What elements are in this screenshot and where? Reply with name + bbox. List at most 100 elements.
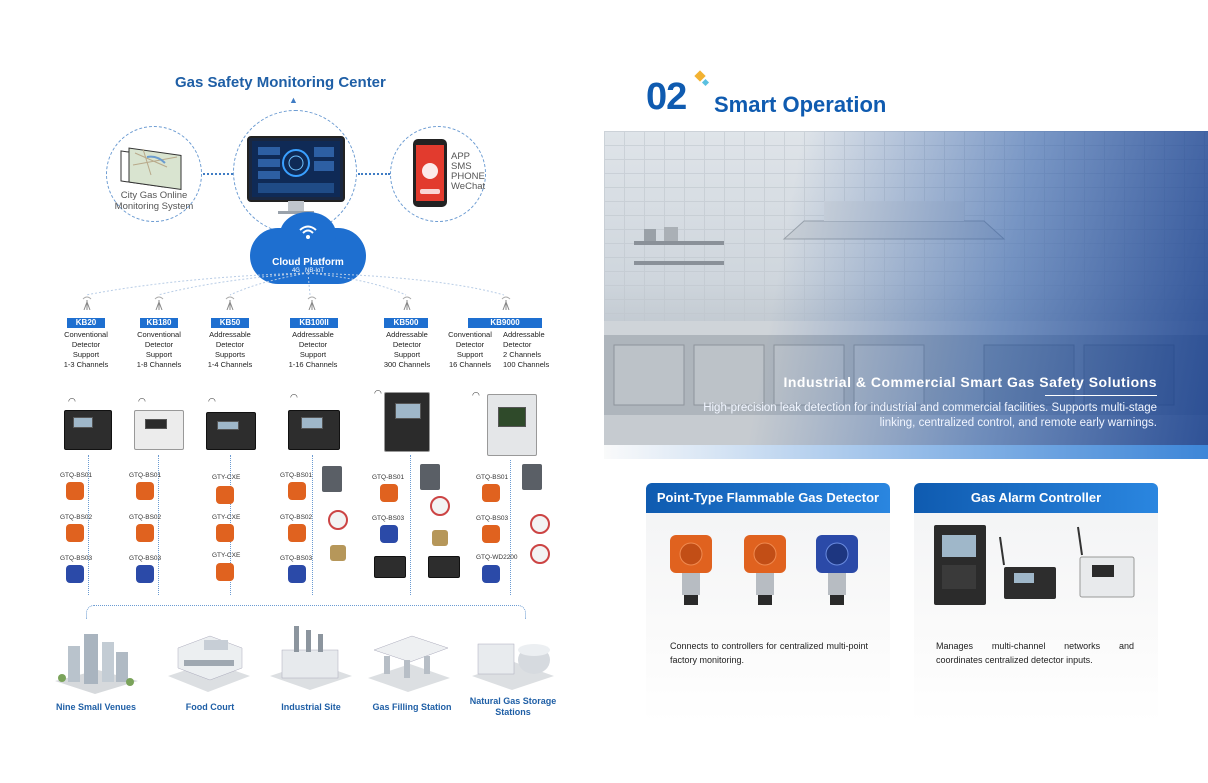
tag-nbiot: NB-IoT [305, 268, 325, 274]
venue-label-industrial-site: Industrial Site [281, 702, 341, 712]
detector-label: GTQ-BS01 [372, 474, 405, 481]
city-buildings-icon [55, 634, 138, 694]
model-tag-kb50: KB50 [211, 318, 249, 328]
gas-detector-icon [288, 482, 306, 500]
detector-label: GTQ-BS03 [129, 555, 162, 562]
detector-label: GTQ-BS01 [129, 472, 162, 479]
city-gas-monitoring-circle [106, 126, 202, 222]
mobile-channel-sms: SMS [451, 161, 472, 172]
model-tag-kb100ii: KB100II [290, 318, 338, 328]
exhaust-fan-icon [430, 496, 450, 516]
valve-icon [432, 530, 448, 546]
gas-storage-icon [472, 643, 554, 690]
gas-detector-icon [136, 565, 154, 583]
detector-label: GTQ-BS01 [476, 474, 509, 481]
sub-controller-icon [374, 556, 406, 578]
map-screens-icon [120, 147, 182, 190]
connector-right [358, 173, 390, 175]
antenna-icon [501, 296, 511, 310]
tag-4g: 4G [291, 268, 300, 274]
city-gas-monitoring-label: City Gas Online Monitoring System [114, 190, 194, 212]
gas-detector-icon [66, 565, 84, 583]
monitor-icon [247, 136, 345, 214]
controller-kb50 [206, 412, 256, 450]
valve-icon [330, 545, 346, 561]
gas-detector-icon [216, 563, 234, 581]
flammable-gas-detectors-icon [670, 535, 858, 605]
cloud-fanout-lines [85, 272, 505, 296]
detector-label: GTY-CXE [212, 552, 241, 559]
gas-detector-icon [66, 482, 84, 500]
gas-detector-icon [482, 565, 500, 583]
gas-detector-icon [482, 525, 500, 543]
detector-label: GTQ-BS03 [372, 515, 405, 522]
wifi-icon: ◠ [208, 396, 216, 406]
venue-label-food-court: Food Court [185, 702, 235, 712]
exhaust-fan-icon [530, 514, 550, 534]
gas-detector-icon [380, 525, 398, 543]
card-title: Point-Type Flammable Gas Detector [646, 483, 890, 513]
exhaust-fan-icon [530, 544, 550, 564]
bus-line [312, 455, 313, 595]
gas-station-icon [368, 635, 450, 692]
up-arrow-icon: ▲ [289, 95, 298, 105]
gas-detector-icon [216, 524, 234, 542]
hero-description: High-precision leak detection for indust… [703, 402, 1157, 429]
venue-label-small-venues: Nine Small Venues [55, 702, 137, 712]
controller-kb180 [134, 410, 184, 450]
sub-controller-icon [428, 556, 460, 578]
card-point-type-detector: Point-Type Flammable Gas Detector Connec… [646, 483, 890, 723]
controller-kb20 [64, 410, 112, 450]
section-number: 02 [646, 76, 687, 118]
detector-label: GTQ-BS03 [476, 515, 509, 522]
wifi-icon [299, 225, 317, 239]
card-title: Gas Alarm Controller [914, 483, 1158, 513]
detector-label: GTQ-BS02 [280, 514, 313, 521]
bus-line [158, 455, 159, 595]
model-desc-kb180: Conventional Detector Support 1-8 Channe… [136, 330, 182, 369]
wifi-icon: ◠ [374, 388, 382, 398]
wifi-icon: ◠ [472, 390, 480, 400]
antenna-icon [307, 296, 317, 310]
model-tag-kb180: KB180 [140, 318, 178, 328]
wifi-icon: ◠ [138, 396, 146, 406]
gas-detector-icon [66, 524, 84, 542]
model-tag-kb9000: KB9000 [468, 318, 542, 328]
bus-line [510, 460, 511, 595]
gas-detector-icon [136, 524, 154, 542]
alarm-box-icon [522, 464, 542, 490]
section-title: Smart Operation [714, 92, 887, 117]
food-court-icon [168, 635, 250, 692]
detector-label: GTY-CXE [212, 514, 241, 521]
detector-label: GTQ-BS01 [60, 472, 93, 479]
antenna-icon [154, 296, 164, 310]
bus-line [410, 455, 411, 595]
phone-icon [413, 139, 447, 207]
model-desc-kb100ii: Addressable Detector Support 1-16 Channe… [288, 330, 338, 369]
gas-detector-icon [288, 565, 306, 583]
industrial-site-icon [270, 626, 352, 690]
hero-title: Industrial & Commercial Smart Gas Safety… [783, 374, 1157, 390]
exhaust-fan-icon [328, 510, 348, 530]
detector-label: GTQ-BS02 [129, 514, 162, 521]
detector-label: GTY-CXE [212, 474, 241, 481]
mobile-channel-wechat: WeChat [451, 181, 486, 192]
antenna-icon [402, 296, 412, 310]
detector-label: GTQ-WD2200 [476, 554, 518, 561]
gas-detector-icon [482, 484, 500, 502]
cloud-platform-label: Cloud Platform [272, 257, 344, 268]
alarm-box-icon [420, 464, 440, 490]
detector-label: GTQ-BS02 [60, 514, 93, 521]
model-tag-kb500: KB500 [384, 318, 428, 328]
controller-kb100ii [288, 410, 340, 450]
detector-label: GTQ-BS01 [280, 472, 313, 479]
bus-line [88, 455, 89, 595]
alarm-controllers-icon [934, 525, 1135, 605]
model-tag-kb20: KB20 [67, 318, 105, 328]
gas-detector-icon [288, 524, 306, 542]
cloud-network-tags: 4G NB-IoT [250, 268, 366, 274]
antenna-icon [82, 296, 92, 310]
model-desc-kb500: Addressable Detector Support 300 Channel… [383, 330, 431, 369]
gas-detector-icon [136, 482, 154, 500]
hero-bottom-bar [604, 445, 1208, 459]
